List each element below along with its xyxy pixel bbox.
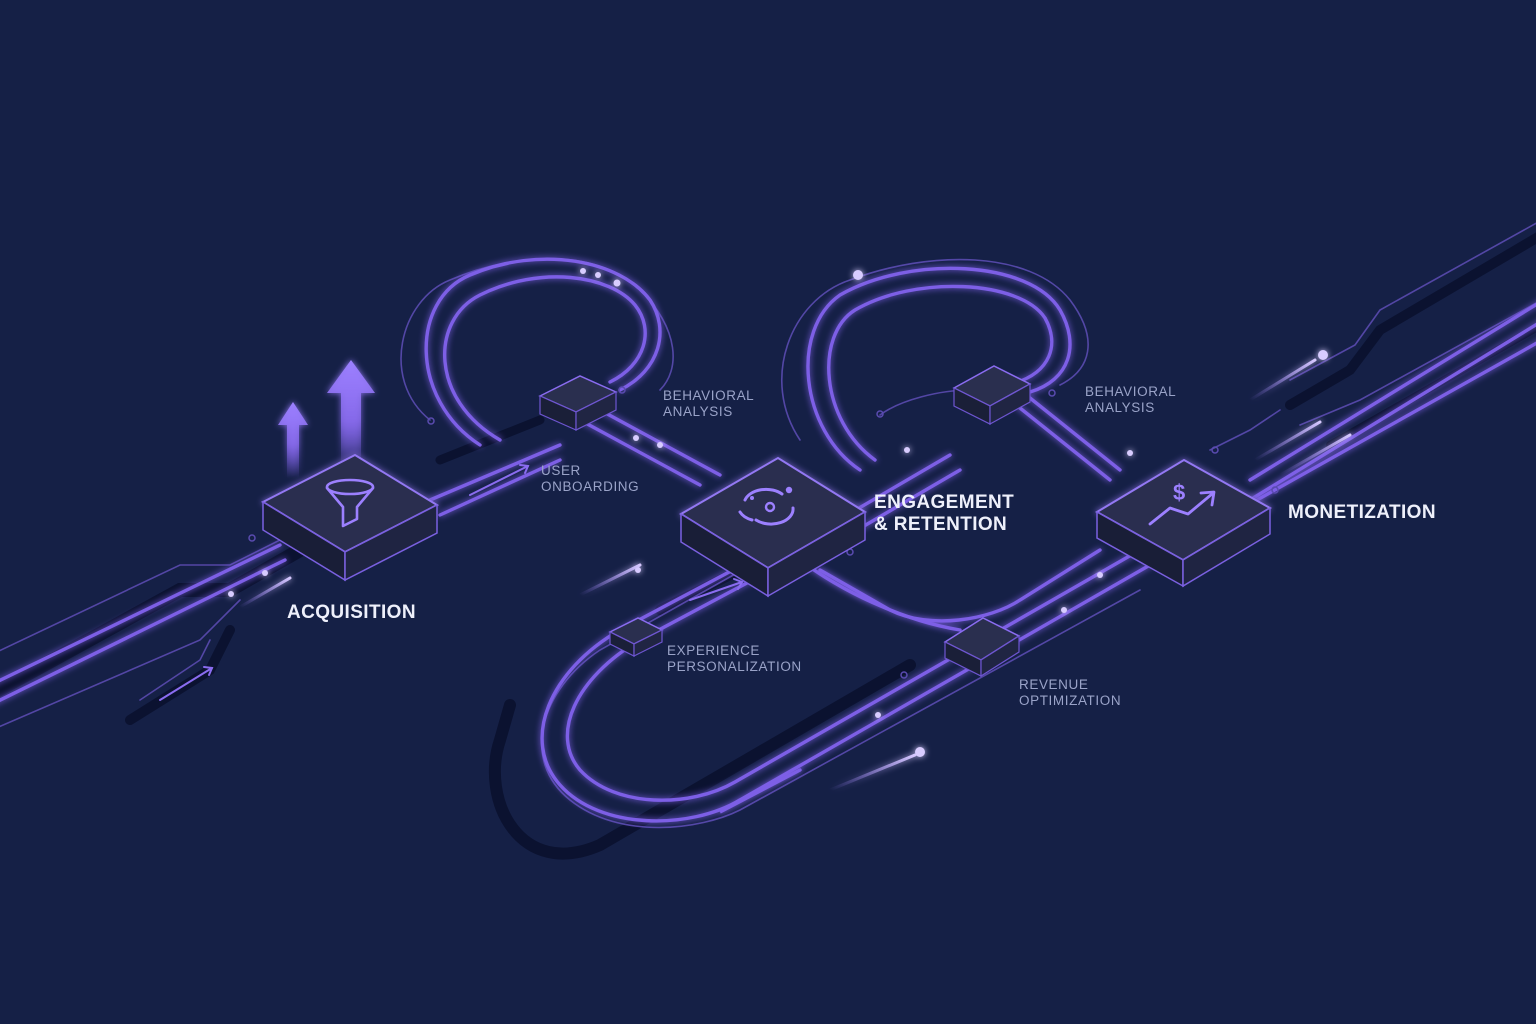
sub-label-line: BEHAVIORAL — [1085, 384, 1177, 399]
sub-label-line: USER — [541, 463, 581, 478]
sub-label-line: ONBOARDING — [541, 478, 640, 494]
node-experience — [608, 617, 664, 657]
stage-label-monetization: MONETIZATION — [1288, 502, 1436, 524]
growth-arrows-icon — [278, 360, 375, 478]
node-behavioral-1 — [538, 375, 618, 431]
small-arrow-icon — [159, 464, 744, 701]
sub-label-revenue-optimization: REVENUE OPTIMIZATION — [1019, 677, 1121, 708]
sub-label-line: OPTIMIZATION — [1019, 692, 1122, 708]
sub-label-line: BEHAVIORAL — [663, 388, 755, 403]
stage-label-line: ACQUISITION — [287, 602, 416, 623]
sub-label-line: REVENUE — [1019, 677, 1089, 692]
flow-tracks — [0, 222, 1536, 829]
sub-label-line: PERSONALIZATION — [667, 658, 802, 674]
sub-label-user-onboarding: USER ONBOARDING — [541, 463, 639, 494]
sub-label-experience-personalization: EXPERIENCE PERSONALIZATION — [667, 643, 802, 674]
sub-label-behavioral-analysis-1: BEHAVIORAL ANALYSIS — [663, 388, 754, 419]
stage-label-acquisition: ACQUISITION — [287, 602, 416, 624]
main-nodes: $ — [260, 453, 1272, 598]
dollar-growth-icon: $ — [1148, 480, 1216, 526]
stage-label-line: MONETIZATION — [1288, 502, 1436, 523]
stage-label-line: & RETENTION — [874, 514, 1008, 536]
sub-label-behavioral-analysis-2: BEHAVIORAL ANALYSIS — [1085, 384, 1176, 415]
sub-nodes — [538, 365, 1032, 678]
stage-label-engagement: ENGAGEMENT & RETENTION — [874, 492, 1014, 537]
svg-text:$: $ — [1173, 480, 1185, 505]
sub-label-line: ANALYSIS — [663, 403, 733, 419]
node-behavioral-2 — [952, 365, 1032, 426]
sub-label-line: ANALYSIS — [1085, 399, 1155, 415]
node-monetization: $ — [1095, 458, 1272, 588]
cycle-icon — [738, 486, 795, 526]
funnel-icon — [325, 478, 375, 528]
node-revenue — [943, 617, 1021, 678]
glow-particles — [159, 268, 1352, 792]
stage-label-line: ENGAGEMENT — [874, 492, 1015, 513]
sub-label-line: EXPERIENCE — [667, 643, 761, 658]
node-acquisition — [260, 453, 440, 582]
node-engagement — [679, 456, 867, 598]
